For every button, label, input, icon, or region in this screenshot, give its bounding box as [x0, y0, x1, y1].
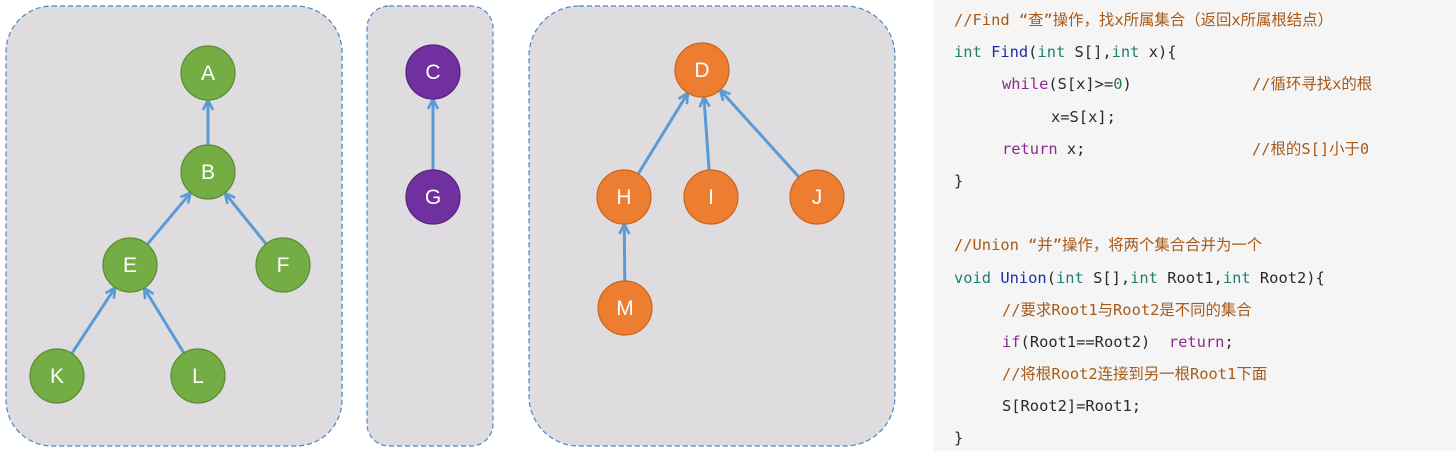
node-circle-H [596, 169, 652, 225]
find-function-name: Find [991, 43, 1029, 62]
node-circle-G [405, 169, 461, 225]
union-param2-type: int [1130, 268, 1158, 287]
find-while-comment: //循环寻找x的根 [1252, 75, 1373, 94]
node-circle-D [674, 42, 730, 98]
node-circle-I [683, 169, 739, 225]
node-label-A: A [201, 62, 215, 85]
union-comment: //Union “并”操作，将两个集合合并为一个 [954, 236, 1263, 255]
node-label-F: F [277, 254, 290, 277]
find-signature: int Find(int S[],int x){ [934, 36, 1456, 68]
node-label-J: J [812, 186, 823, 209]
node-label-H: H [616, 186, 631, 209]
node-G: G [405, 169, 461, 225]
node-label-L: L [192, 365, 204, 388]
union-param1-type: int [1055, 268, 1084, 287]
tree-panel-1 [5, 5, 343, 447]
union-if-end: ; [1224, 332, 1234, 351]
edge-M-to-H [624, 225, 625, 282]
node-circle-F [255, 237, 311, 293]
node-L: L [170, 348, 226, 404]
node-K: K [29, 348, 85, 404]
node-circle-M [597, 280, 653, 336]
union-link-comment: //将根Root2连接到另一根Root1下面 [1002, 365, 1268, 384]
find-return-line: return x; //根的S[]小于0 [934, 133, 1456, 165]
find-comment: //Find “查”操作，找x所属集合（返回x所属根结点） [954, 11, 1333, 29]
union-if-keyword: if [1002, 332, 1021, 351]
node-label-I: I [708, 186, 714, 209]
union-paren: ( [1046, 268, 1056, 287]
node-F: F [255, 237, 311, 293]
node-I: I [683, 169, 739, 225]
node-circle-C [405, 44, 461, 100]
find-assign-line: x=S[x]; [1051, 107, 1116, 126]
node-label-D: D [694, 59, 709, 82]
node-C: C [405, 44, 461, 100]
edge-J-to-D [721, 91, 800, 178]
union-param3-type: int [1222, 268, 1251, 287]
find-while-cond: (S[x]>= [1048, 75, 1114, 94]
union-close-brace: } [954, 429, 964, 448]
node-circle-B [180, 144, 236, 200]
node-E: E [102, 237, 158, 293]
union-require-comment: //要求Root1与Root2是不同的集合 [1002, 300, 1252, 319]
node-circle-J [789, 169, 845, 225]
find-param1: S[], [1065, 43, 1112, 62]
node-label-C: C [425, 61, 440, 84]
edge-H-to-D [636, 94, 687, 175]
node-label-E: E [123, 254, 137, 277]
find-param2-type: int [1111, 43, 1140, 62]
find-while-keyword: while [1002, 75, 1049, 94]
find-while-line: while(S[x]>=0) //循环寻找x的根 [934, 68, 1456, 100]
find-return-type: int [954, 43, 982, 62]
union-find-forest: A B E F K L C G D H I J M [5, 5, 896, 447]
find-param1-type: int [1037, 43, 1066, 62]
edge-I-to-D [704, 98, 709, 171]
union-function-name: Union [1000, 268, 1047, 287]
find-return-value: x; [1057, 139, 1086, 158]
union-if-cond: (Root1==Root2) [1020, 332, 1151, 351]
union-signature: void Union(int S[],int Root1,int Root2){ [934, 262, 1456, 294]
union-if-return: return [1168, 332, 1225, 351]
find-return-keyword: return [1002, 139, 1058, 158]
edge-L-to-E [145, 289, 186, 354]
find-while-close: ) [1122, 75, 1132, 94]
node-B: B [180, 144, 236, 200]
edge-E-to-B [146, 193, 190, 246]
node-circle-K [29, 348, 85, 404]
node-label-B: B [201, 161, 215, 184]
node-label-K: K [50, 365, 64, 388]
union-param2: Root1, [1157, 268, 1223, 287]
union-assign-line: S[Root2]=Root1; [1002, 397, 1141, 416]
node-circle-A [180, 45, 236, 101]
code-panel: //Find “查”操作，找x所属集合（返回x所属根结点） int Find(i… [934, 0, 1456, 451]
node-J: J [789, 169, 845, 225]
find-param2: x){ [1139, 43, 1177, 62]
node-A: A [180, 45, 236, 101]
edge-K-to-E [70, 288, 115, 355]
node-label-G: G [425, 186, 441, 209]
union-if-line: if(Root1==Root2) return; [934, 326, 1456, 358]
find-return-comment: //根的S[]小于0 [1252, 139, 1370, 158]
node-M: M [597, 280, 653, 336]
union-return-type: void [954, 268, 992, 287]
node-label-M: M [616, 297, 634, 320]
node-circle-E [102, 237, 158, 293]
find-close-brace: } [954, 171, 964, 190]
node-H: H [596, 169, 652, 225]
find-paren: ( [1028, 43, 1038, 62]
find-while-zero: 0 [1113, 75, 1123, 94]
union-param3: Root2){ [1250, 268, 1325, 287]
edge-F-to-B [226, 194, 268, 245]
tree-panel-3 [528, 5, 896, 447]
blank-line [934, 197, 1456, 229]
tree-panel-2 [366, 5, 494, 447]
node-D: D [674, 42, 730, 98]
union-param1: S[], [1083, 268, 1131, 287]
node-circle-L [170, 348, 226, 404]
